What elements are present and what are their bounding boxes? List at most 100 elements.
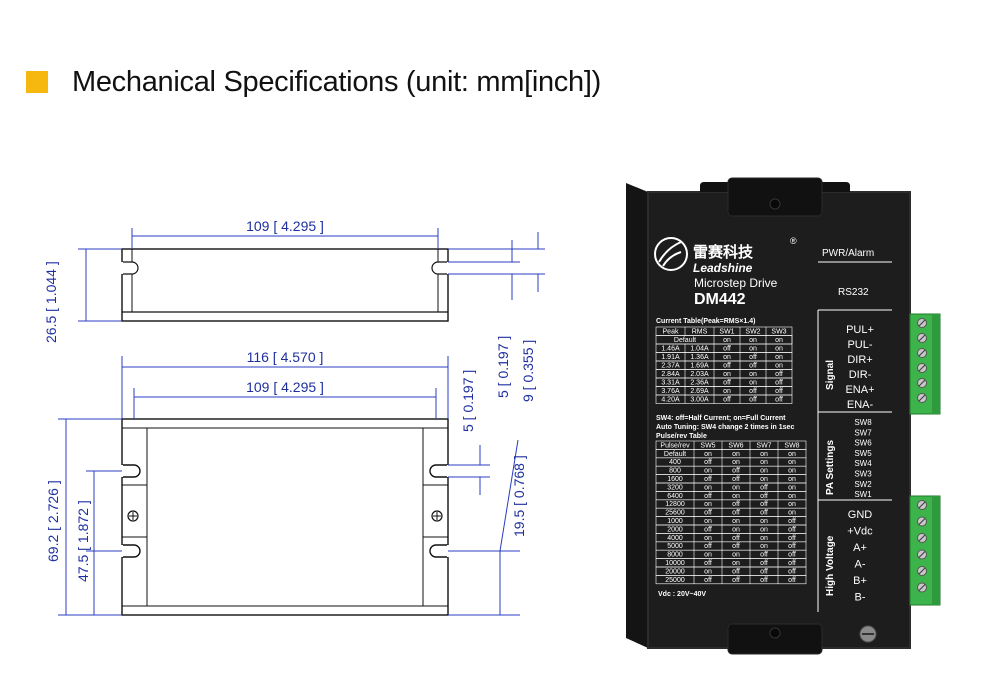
switch-label: SW7 (854, 428, 872, 437)
pulse-table-title: Pulse/rev Table (656, 433, 707, 440)
table-cell: 400 (669, 459, 681, 466)
brand-en: Leadshine (693, 261, 753, 275)
table-cell: off (760, 552, 768, 559)
table-cell: off (704, 560, 712, 567)
front-view: 116 [ 4.570 ] 109 [ 4.295 ] 69.2 [ 2.726… (45, 349, 527, 616)
table-cell: on (788, 451, 796, 458)
table-cell: on (760, 526, 768, 533)
table-cell: off (788, 526, 796, 533)
vdc-label: Vdc : 20V~40V (658, 591, 706, 598)
auto-tuning-note: Auto Tuning: SW4 change 2 times in 1sec (656, 424, 794, 431)
table-cell: off (723, 346, 731, 353)
hv-pin-label: A- (855, 559, 866, 571)
table-cell: 3.76A (661, 388, 680, 395)
table-cell: on (760, 518, 768, 525)
table-cell: off (732, 468, 740, 475)
table-cell: Default (664, 451, 686, 458)
table-cell: on (760, 543, 768, 550)
top-view-slot-left (122, 261, 139, 275)
table-cell: on (704, 501, 712, 508)
table-cell: on (704, 535, 712, 542)
table-cell: 2.36A (690, 380, 709, 387)
table-cell: SW8 (784, 442, 799, 449)
signal-section-label: Signal (825, 360, 836, 390)
switch-label: SW8 (854, 418, 872, 427)
table-cell: 4000 (667, 535, 683, 542)
signal-pin-label: ENA+ (845, 384, 874, 396)
table-cell: on (732, 518, 740, 525)
table-cell: 3.00A (690, 397, 709, 404)
current-table-title: Current Table(Peak=RMS×1.4) (656, 318, 755, 325)
table-cell: off (749, 397, 757, 404)
product-photo: 雷赛科技 ® Leadshine Microstep Drive DM442 P… (626, 177, 941, 655)
table-cell: off (704, 543, 712, 550)
table-cell: off (760, 577, 768, 584)
table-cell: 2.03A (690, 371, 709, 378)
drive-side-panel (626, 183, 648, 648)
table-cell: 2.84A (661, 371, 680, 378)
table-cell: off (760, 510, 768, 517)
table-cell: on (749, 346, 757, 353)
table-cell: 6400 (667, 493, 683, 500)
table-cell: on (704, 568, 712, 575)
table-cell: 1000 (667, 518, 683, 525)
signal-pin-label: PUL+ (846, 324, 874, 336)
switch-label: SW3 (854, 470, 872, 479)
table-cell: on (723, 354, 731, 361)
table-cell: on (760, 476, 768, 483)
table-cell: on (732, 459, 740, 466)
switch-label: SW6 (854, 439, 872, 448)
table-cell: off (732, 501, 740, 508)
table-cell: 4.20A (661, 397, 680, 404)
hv-pin-label: GND (848, 509, 873, 521)
front-slot-right-top (429, 464, 448, 478)
table-cell: 25600 (665, 510, 685, 517)
table-cell: on (775, 363, 783, 370)
table-cell: SW1 (719, 329, 734, 336)
table-cell: off (704, 510, 712, 517)
table-cell: off (723, 363, 731, 370)
table-cell: off (788, 560, 796, 567)
table-cell: SW3 (771, 329, 786, 336)
table-cell: Default (674, 337, 696, 344)
table-cell: off (732, 510, 740, 517)
table-cell: SW2 (745, 329, 760, 336)
table-cell: off (760, 484, 768, 491)
top-mount-hole-icon (769, 198, 781, 210)
table-cell: on (704, 518, 712, 525)
table-cell: 2000 (667, 526, 683, 533)
table-cell: off (788, 543, 796, 550)
table-cell: on (732, 493, 740, 500)
table-cell: SW5 (700, 442, 715, 449)
front-view-body (121, 418, 449, 616)
table-cell: off (723, 380, 731, 387)
table-cell: off (775, 380, 783, 387)
drive-model: DM442 (694, 291, 746, 308)
brand-cn: 雷赛科技 (693, 243, 754, 261)
drive-top-bracket (727, 177, 823, 217)
top-height-dim: 26.5 [ 1.044 ] (43, 261, 59, 343)
table-cell: off (749, 388, 757, 395)
signal-pin-labels: PUL+PUL-DIR+DIR-ENA+ENA- (845, 324, 874, 411)
table-cell: off (788, 552, 796, 559)
rs232-label: RS232 (838, 287, 869, 298)
table-cell: off (732, 568, 740, 575)
table-cell: 1.36A (690, 354, 709, 361)
table-cell: 12800 (665, 501, 685, 508)
front-slot-left-bottom (122, 544, 141, 558)
hv-pin-label: B+ (853, 575, 867, 587)
table-cell: RMS (692, 329, 708, 336)
power-connector (909, 495, 941, 606)
section-header: Mechanical Specifications (unit: mm[inch… (26, 62, 601, 102)
table-cell: off (704, 459, 712, 466)
table-cell: on (760, 468, 768, 475)
top-view: 109 [ 4.295 ] 26.5 [ 1.044 ] 5 [ 0.197 ]… (43, 218, 545, 402)
table-cell: 20000 (665, 568, 685, 575)
table-cell: on (732, 451, 740, 458)
table-cell: 2.69A (690, 388, 709, 395)
table-cell: on (775, 346, 783, 353)
table-cell: on (723, 337, 731, 344)
